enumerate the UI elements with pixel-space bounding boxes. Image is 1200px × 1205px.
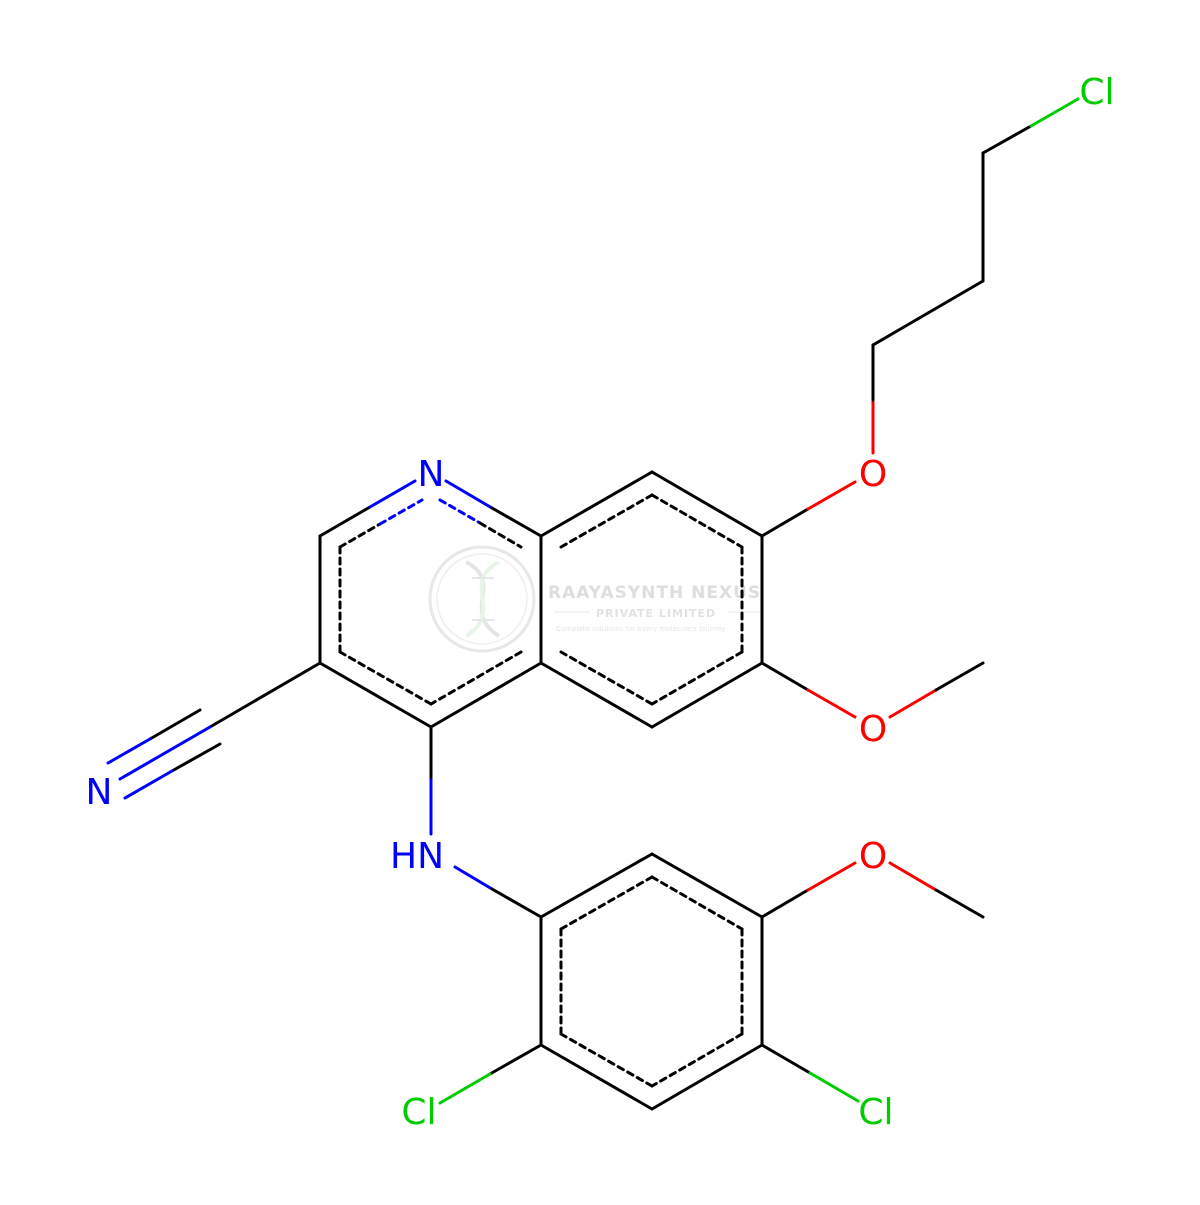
bond (806, 688, 857, 719)
atom-cl-right: Cl (858, 1092, 893, 1133)
bonds (106, 97, 1080, 1111)
bond (118, 725, 212, 781)
bond (760, 507, 810, 538)
watermark-subtitle: PRIVATE LIMITED (596, 607, 716, 620)
bond (539, 470, 654, 538)
watermark-title: RAAYASYNTH NEXUS (548, 583, 761, 603)
aromatic-bond (650, 650, 744, 706)
bond (438, 1072, 492, 1105)
atom-n-nitrile: N (86, 772, 113, 813)
aromatic-bond (559, 1032, 654, 1088)
bond (888, 688, 938, 719)
atom-labels: N N HN O O O Cl Cl Cl (86, 72, 1115, 1133)
bond (934, 661, 985, 692)
bond (539, 852, 654, 919)
aromatic-bond (559, 875, 654, 931)
bond (650, 661, 764, 729)
aromatic-bond (559, 493, 654, 549)
bond (488, 1043, 543, 1076)
bond (1029, 97, 1080, 128)
bond (539, 1043, 654, 1111)
aromatic-bond (338, 522, 382, 549)
bond (123, 769, 174, 800)
bond (760, 888, 810, 919)
bond (429, 661, 543, 729)
bond (806, 480, 857, 511)
atom-cl-chain: Cl (1079, 72, 1114, 113)
bond (934, 888, 985, 919)
watermark-tagline: Complete solutions for every molecule's … (556, 625, 725, 633)
bond (760, 1043, 812, 1075)
bond (368, 479, 417, 509)
atom-n-ring: N (418, 454, 445, 495)
bond (650, 470, 764, 538)
bond (490, 887, 543, 919)
watermark: RAAYASYNTH NEXUS PRIVATE LIMITED Complet… (428, 545, 763, 653)
aromatic-bond (438, 498, 482, 525)
aromatic-bond (650, 493, 744, 549)
dna-helix-logo (428, 545, 536, 653)
aromatic-bond (338, 650, 433, 706)
atom-o-methoxy-quinoline: O (859, 709, 887, 750)
bond (760, 661, 810, 692)
bond (490, 506, 543, 538)
aromatic-bond (559, 650, 654, 706)
atom-o-propoxy: O (859, 454, 887, 495)
aromatic-bond (429, 650, 523, 706)
bond (453, 865, 494, 891)
bond (806, 861, 857, 892)
bond (148, 708, 202, 741)
bond (318, 661, 433, 729)
bond (650, 852, 764, 919)
atom-nh: HN (390, 836, 444, 877)
atom-cl-left: Cl (401, 1092, 436, 1133)
bond (208, 661, 322, 729)
atom-o-methoxy-phenyl: O (859, 836, 887, 877)
bond (808, 1071, 860, 1103)
bond (888, 861, 938, 892)
bond (444, 479, 494, 510)
aromatic-bond (650, 875, 744, 931)
aromatic-bond (478, 521, 523, 549)
bond (981, 124, 1033, 155)
bond (539, 661, 654, 729)
bond (106, 737, 152, 765)
bond (871, 279, 985, 347)
aromatic-bond (650, 1032, 744, 1088)
aromatic-bond (378, 498, 424, 526)
bond (170, 742, 222, 773)
bond (650, 1043, 764, 1111)
bond (318, 505, 372, 538)
